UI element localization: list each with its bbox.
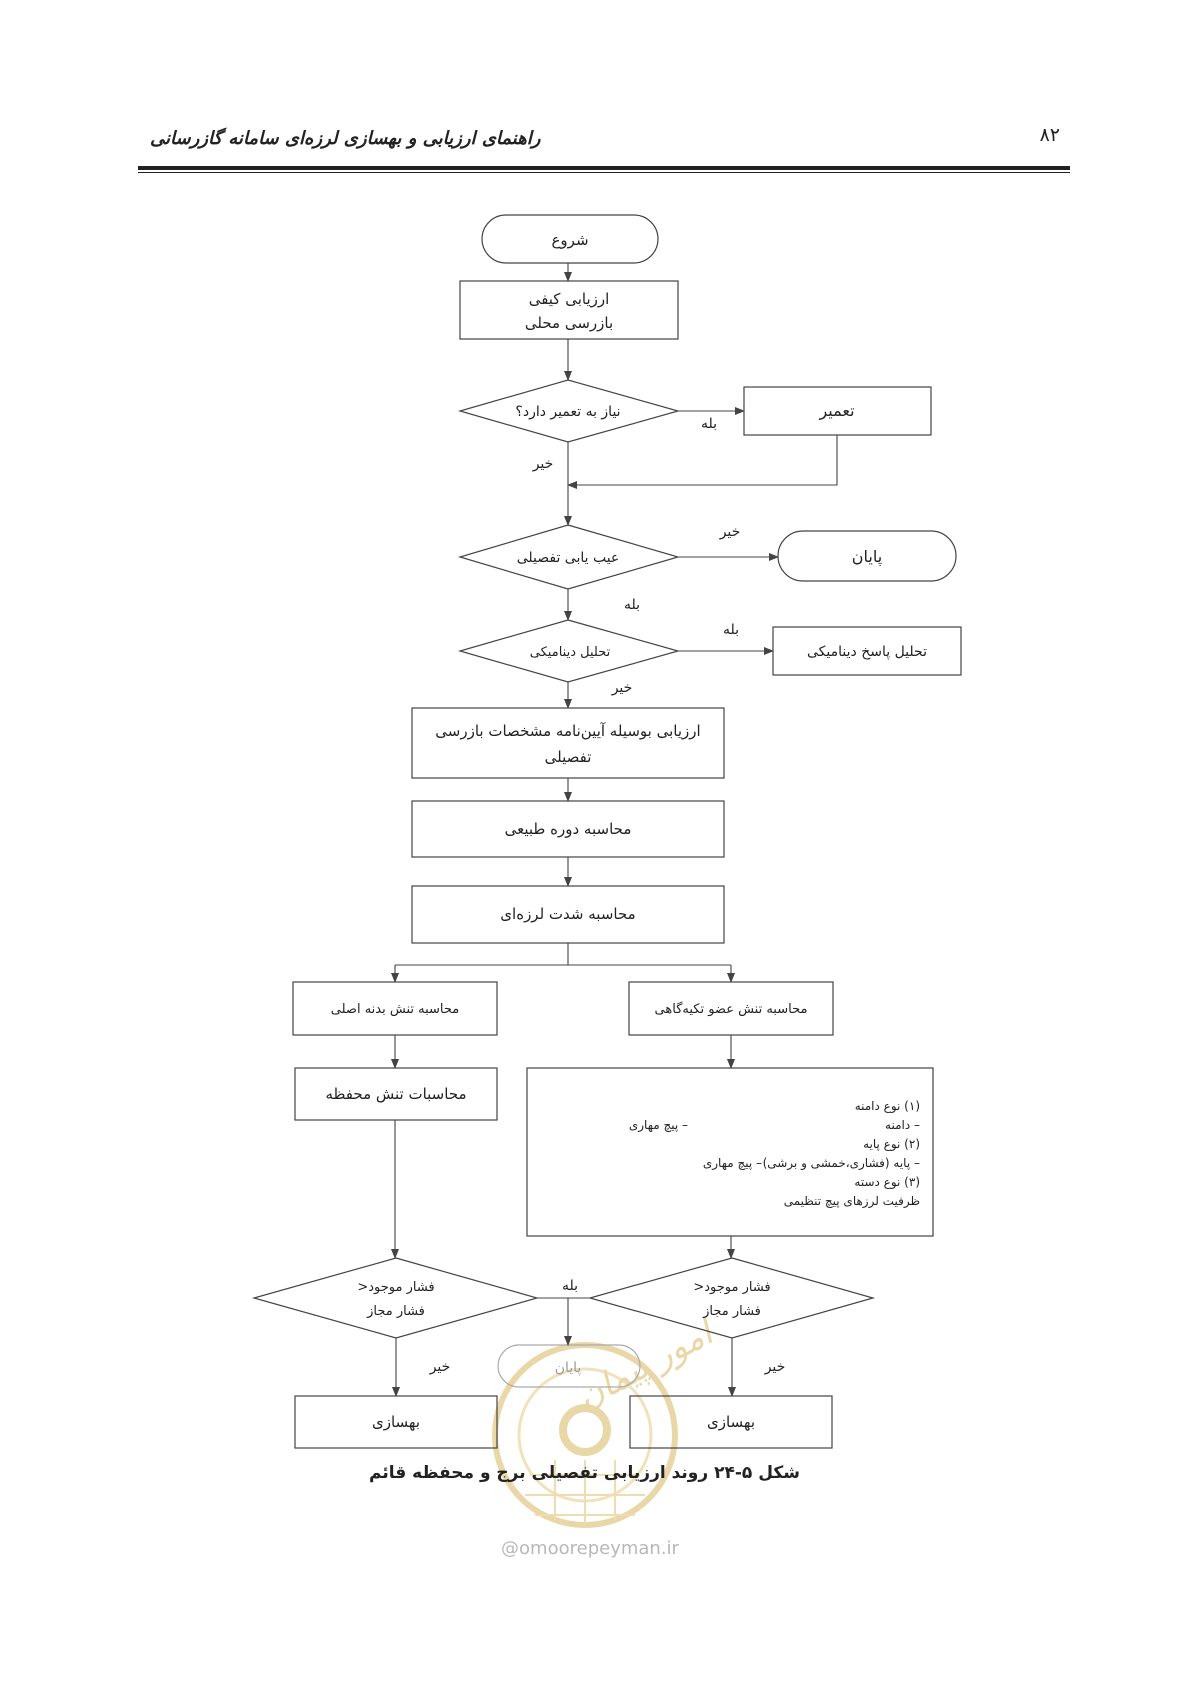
qualitative-label-2: بازرسی محلی bbox=[525, 314, 613, 332]
main-body-stress-label: محاسبه تنش بدنه اصلی bbox=[331, 1002, 459, 1017]
support-type-line-1: (۱) نوع دامنه bbox=[855, 1099, 920, 1114]
code-evaluation-box bbox=[411, 707, 725, 779]
support-type-line-4b: – پیچ مهاری bbox=[703, 1156, 762, 1171]
end-top-label: پایان bbox=[852, 547, 882, 567]
header-rule-thin bbox=[138, 172, 1070, 173]
code-evaluation-label-2: تفصیلی bbox=[545, 748, 592, 766]
start-label: شروع bbox=[551, 231, 588, 249]
repair-label: تعمیر bbox=[818, 401, 854, 421]
end-bottom-label: پایان bbox=[555, 1360, 582, 1376]
edge-label-yes-pressure: بله bbox=[562, 1278, 578, 1294]
seismic-intensity-label: محاسبه شدت لرزه‌ای bbox=[500, 905, 635, 923]
start-terminal bbox=[481, 214, 659, 264]
running-header-title: راهنمای ارزیابی و بهسازی لرزه‌ای سامانه … bbox=[150, 128, 541, 149]
pressure-right-label-2: فشار مجاز bbox=[702, 1304, 761, 1319]
qualitative-label-1: ارزیابی کیفی bbox=[529, 290, 610, 308]
support-type-line-3: (۲) نوع پایه bbox=[863, 1137, 920, 1152]
edge-label-yes-defect: بله bbox=[624, 597, 640, 613]
support-type-line-2b: – پیچ مهاری bbox=[629, 1118, 688, 1133]
dynamic-decision-label: تحلیل دینامیکی bbox=[530, 645, 611, 660]
header-rule-thick bbox=[138, 166, 1070, 170]
edge-label-no-dynamic: خیر bbox=[611, 680, 633, 696]
pressure-right-label-1: فشار موجود< bbox=[693, 1280, 770, 1295]
watermark-logo-text: امور پیمان bbox=[570, 1311, 722, 1417]
page-number: ۸۲ bbox=[1039, 124, 1060, 146]
retrofit-left-label: بهسازی bbox=[372, 1413, 420, 1431]
support-type-line-4a: – پایه (فشاری،خمشی و برشی) bbox=[763, 1156, 920, 1171]
figure-caption: شکل ۵-۲۴ روند ارزیابی تفصیلی برج و محفظه… bbox=[369, 1463, 800, 1483]
edge-label-no-pressure-right: خیر bbox=[764, 1359, 786, 1375]
edge-label-yes-dynamic: بله bbox=[723, 622, 739, 638]
edge-label-yes-repair: بله bbox=[701, 416, 717, 432]
support-stress-label: محاسبه تنش عضو تکیه‌گاهی bbox=[655, 1001, 808, 1017]
support-types-box bbox=[526, 1067, 934, 1237]
connector-repair-return bbox=[567, 435, 838, 489]
pressure-decision-diamond-left bbox=[251, 1257, 540, 1339]
connector-intensity-split bbox=[395, 943, 569, 966]
repair-decision-label: نیاز به تعمیر دارد؟ bbox=[515, 404, 620, 420]
support-type-line-2a: – دامنه bbox=[885, 1118, 920, 1132]
edge-label-no-pressure-left: خیر bbox=[429, 1359, 451, 1375]
shell-stress-label: محاسبات تنش محفظه bbox=[325, 1085, 466, 1103]
support-type-line-5: (۳) نوع دسته bbox=[854, 1175, 920, 1190]
watermark-site: @omoorepeyman.ir bbox=[501, 1538, 679, 1559]
natural-period-label: محاسبه دوره طبیعی bbox=[505, 820, 632, 838]
edge-label-no-repair: خیر bbox=[532, 456, 554, 472]
pressure-left-label-2: فشار مجاز bbox=[366, 1304, 425, 1319]
edge-label-no-defect: خیر bbox=[719, 524, 741, 540]
code-evaluation-label-1: ارزیابی بوسیله آیین‌نامه مشخصات بازرسی bbox=[435, 722, 700, 740]
pressure-decision-diamond-right bbox=[587, 1257, 876, 1339]
support-type-line-6: ظرفیت لرزهای پیچ تنظیمی bbox=[784, 1194, 920, 1209]
dynamic-response-label: تحلیل پاسخ دینامیکی bbox=[807, 644, 927, 660]
retrofit-right-label: بهسازی bbox=[707, 1413, 755, 1431]
watermark-logo: امور پیمان bbox=[492, 1311, 722, 1528]
defect-decision-label: عیب یابی تفصیلی bbox=[517, 550, 620, 566]
pressure-left-label-1: فشار موجود< bbox=[357, 1280, 434, 1295]
